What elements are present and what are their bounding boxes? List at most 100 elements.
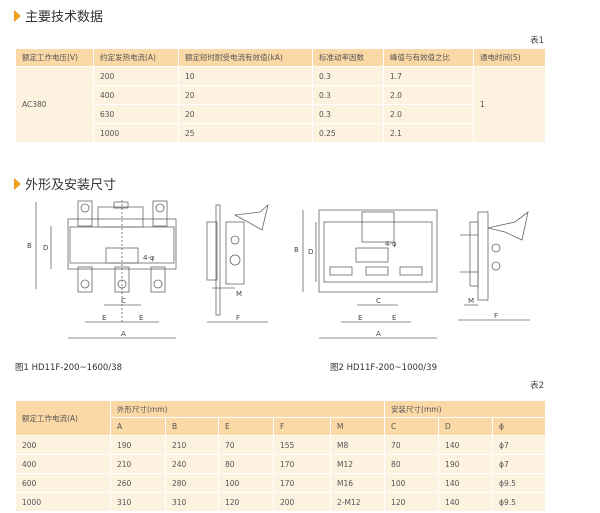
dim-label-C: C (376, 297, 381, 305)
table-cell: 140 (438, 435, 494, 455)
column-header: F (273, 417, 331, 436)
table-cell: 0.3 (312, 66, 384, 86)
table-header-row: 额定工作电压(V)约定发热电流(A)额定短时耐受电流有效值(kA)标准动率因数峰… (15, 48, 546, 67)
table-cell: 630 (93, 104, 179, 124)
dim-label-F: F (494, 312, 498, 320)
section-title: 外形及安装尺寸 (25, 178, 117, 193)
table-cell: ϕ7 (492, 454, 547, 474)
fig1-caption: 图1 HD11F-200~1600/38 (15, 363, 122, 373)
energize-time-cell: 1 (473, 66, 546, 143)
dim-label-A: A (376, 330, 381, 338)
dim-label-B: B (294, 246, 299, 254)
table-cell: 2.0 (383, 85, 474, 105)
table-cell: 80 (384, 454, 440, 474)
table-cell: 2.0 (383, 104, 474, 124)
dim-label-E: E (358, 314, 362, 322)
dim-label-F: F (236, 314, 240, 322)
column-header: M (329, 417, 386, 436)
table-cell: 20 (178, 85, 313, 105)
table-cell: 100 (384, 473, 440, 493)
fig2-side-view (458, 211, 530, 321)
dim-label-M: M (468, 297, 474, 305)
table-cell: 25 (178, 123, 313, 143)
table-cell: 80 (218, 454, 274, 474)
table-cell: 170 (273, 454, 331, 474)
table-cell: 280 (165, 473, 219, 493)
header-install-dims: 安装尺寸(mm) (384, 400, 547, 418)
table-cell: 240 (165, 454, 219, 474)
header-outline-dims: 外形尺寸(mm) (109, 400, 386, 418)
table-cell: M16 (329, 473, 386, 493)
section-title: 主要技术数据 (25, 10, 104, 25)
table-cell: 1000 (93, 123, 179, 143)
table-cell: 120 (384, 492, 440, 512)
table-cell: 140 (438, 473, 494, 493)
dim-label-E: E (139, 314, 143, 322)
table-header-row: 额定工作电流(A) 外形尺寸(mm) 安装尺寸(mm) (15, 400, 547, 436)
table-cell: 400 (15, 454, 111, 474)
triangle-bullet-icon (14, 177, 21, 190)
table-cell: 100 (218, 473, 274, 493)
fig1-side-view (206, 203, 269, 323)
column-header: E (218, 417, 274, 436)
column-header: ϕ (492, 417, 547, 436)
table-cell: M12 (329, 454, 386, 474)
table-cell: ϕ7 (492, 435, 547, 455)
column-header: A (110, 417, 166, 436)
table-cell: 1.7 (383, 66, 474, 86)
table-cell: 260 (110, 473, 166, 493)
column-header: 标准动率因数 (312, 48, 384, 67)
dim-label-B: B (27, 242, 32, 250)
table-cell: 190 (110, 435, 166, 455)
dim-label-hole: 4-φ (385, 240, 397, 248)
table-cell: 0.3 (312, 85, 384, 105)
triangle-bullet-icon (14, 9, 21, 22)
column-header: 通电时间(S) (473, 48, 546, 67)
table-cell: M8 (329, 435, 386, 455)
table-cell: 200 (273, 492, 331, 512)
tech-data-table: 额定工作电压(V)约定发热电流(A)额定短时耐受电流有效值(kA)标准动率因数峰… (15, 48, 546, 143)
dim-label-E: E (392, 314, 396, 322)
table-cell: 190 (438, 454, 494, 474)
table-cell: 120 (218, 492, 274, 512)
table-cell: 170 (273, 473, 331, 493)
fig1-front-view (35, 200, 177, 339)
dimension-drawings: B D C E E A 4-φ F M B D C E E A 4-φ (27, 200, 530, 339)
table-cell: 70 (384, 435, 440, 455)
table-cell: 310 (165, 492, 219, 512)
section-heading-tech-data: 主要技术数据 (14, 6, 103, 25)
table-cell: 70 (218, 435, 274, 455)
dim-label-D: D (43, 244, 48, 252)
dim-label-A: A (121, 330, 126, 338)
table-cell: 155 (273, 435, 331, 455)
table-cell: 0.25 (312, 123, 384, 143)
header-rated-current: 额定工作电流(A) (15, 400, 111, 436)
table2-label: 表2 (530, 381, 544, 391)
fig2-caption: 图2 HD11F-200~1000/39 (330, 363, 437, 373)
table-cell: 1000 (15, 492, 111, 512)
table-cell: 140 (438, 492, 494, 512)
table-cell: 200 (15, 435, 111, 455)
dim-label-C: C (121, 297, 126, 305)
dim-label-M: M (236, 290, 242, 298)
table-cell: 200 (93, 66, 179, 86)
fig2-front-view (302, 209, 438, 339)
section-heading-dimensions: 外形及安装尺寸 (14, 174, 116, 193)
table-cell: ϕ9.5 (492, 473, 547, 493)
dim-label-hole: 4-φ (143, 254, 155, 262)
table-cell: 600 (15, 473, 111, 493)
column-header: D (438, 417, 494, 436)
dim-label-D: D (308, 248, 313, 256)
column-header: B (165, 417, 219, 436)
column-header: 额定短时耐受电流有效值(kA) (178, 48, 313, 67)
table-cell: ϕ9.5 (492, 492, 547, 512)
voltage-cell: AC380 (15, 66, 94, 143)
